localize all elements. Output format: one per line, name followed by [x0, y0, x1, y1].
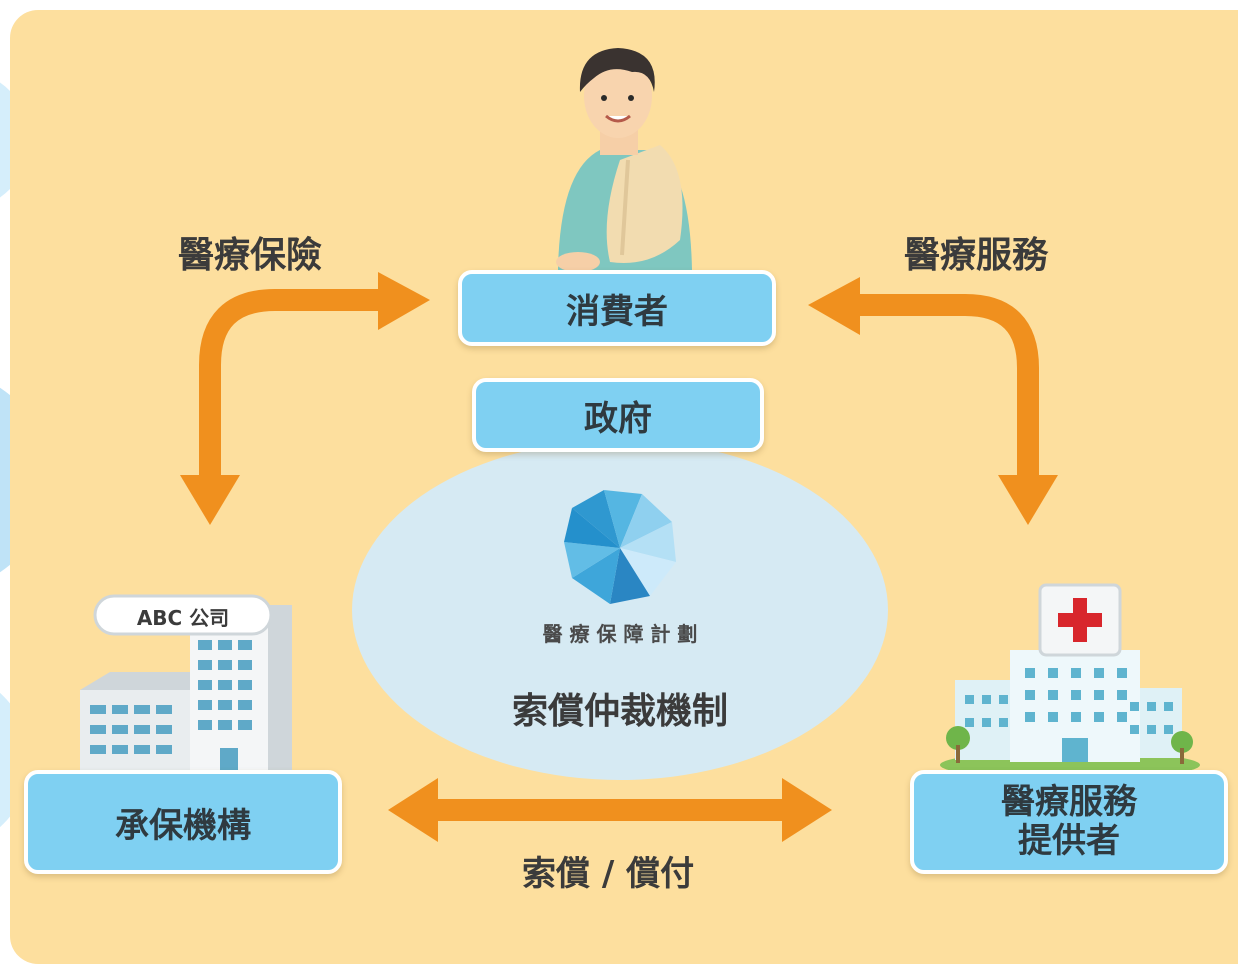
hospital-icon	[940, 583, 1200, 779]
claims-payment-arrow	[388, 778, 832, 842]
umbrella-logo-icon	[564, 490, 676, 604]
government-box: 政府	[472, 378, 764, 452]
mechanism-label: 索償仲裁機制	[511, 691, 728, 732]
insurer-label: 承保機構	[115, 805, 251, 846]
provider-label-line2: 提供者	[1018, 821, 1120, 861]
insurance-arrow	[180, 272, 430, 525]
consumer-label: 消費者	[566, 291, 668, 332]
insurance-label: 醫療保險	[178, 235, 323, 276]
office-building-icon	[80, 594, 292, 772]
provider-box: 醫療服務 提供者	[910, 770, 1228, 874]
building-sign-label: ABC 公司	[136, 606, 230, 630]
insurer-box: 承保機構	[24, 770, 342, 874]
government-label: 政府	[584, 398, 652, 439]
medical-service-label: 醫療服務	[904, 235, 1049, 276]
claims-payment-label: 索償 / 償付	[522, 854, 695, 894]
provider-label-line1: 醫療服務	[1001, 781, 1137, 822]
plan-name-label: 醫 療 保 障 計 劃	[542, 622, 698, 646]
central-ellipse	[352, 440, 888, 780]
patient-icon	[556, 48, 692, 272]
consumer-box: 消費者	[458, 270, 776, 346]
medical-service-arrow	[808, 277, 1058, 525]
